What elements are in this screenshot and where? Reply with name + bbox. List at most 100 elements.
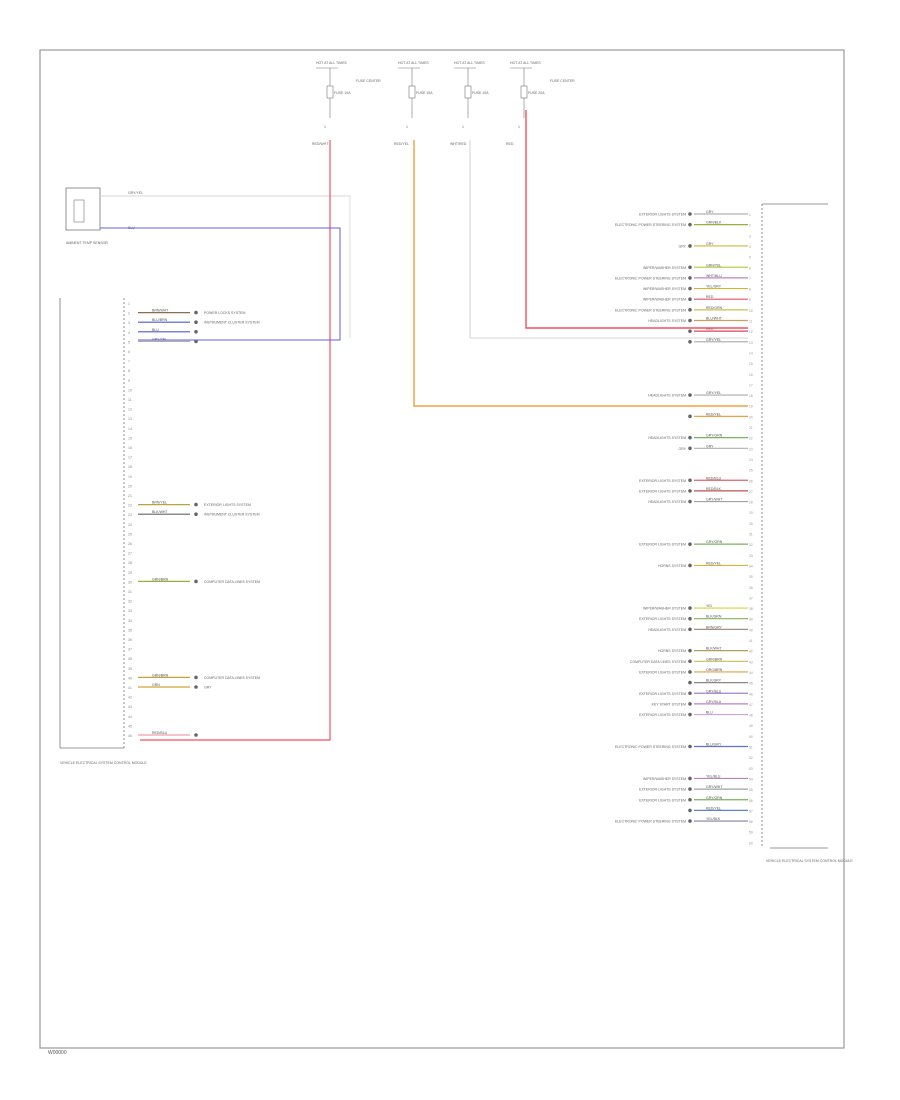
fuse-note: FUSE CENTER bbox=[550, 79, 575, 83]
connector-dot-icon bbox=[688, 702, 692, 706]
right-pin-number: 6 bbox=[749, 266, 751, 270]
right-pin-number: 43 bbox=[749, 660, 753, 664]
right-pin-number: 26 bbox=[749, 479, 753, 483]
left-pin-number: 7 bbox=[128, 360, 130, 364]
connector-dot-icon bbox=[688, 691, 692, 696]
left-wire-color: BLU bbox=[152, 328, 159, 332]
right-wire-destination: WIPER/WASHER SYSTEM bbox=[643, 777, 686, 781]
left-pin-number: 18 bbox=[128, 465, 132, 469]
left-pin-number: 36 bbox=[128, 638, 132, 642]
left-pin-number: 27 bbox=[128, 552, 132, 556]
connector-dot-icon bbox=[194, 685, 198, 689]
right-wire-destination: KEY START SYSTEM bbox=[652, 702, 686, 706]
connector-dot-icon bbox=[688, 819, 692, 823]
right-pin-number: 23 bbox=[749, 447, 753, 451]
fuse-wire-color: RED/YEL bbox=[394, 142, 409, 146]
right-wire-color: RED/YEL bbox=[706, 412, 721, 416]
left-pin-number: 45 bbox=[128, 724, 132, 728]
connector-dot-icon bbox=[194, 675, 198, 680]
red-power-wire-left bbox=[140, 140, 331, 741]
right-wire-color: RED/GRN bbox=[706, 306, 723, 310]
left-wire-color: BRN/WHT bbox=[152, 309, 169, 313]
connector-dot-icon bbox=[688, 212, 692, 216]
right-pin-number: 5 bbox=[749, 256, 751, 260]
right-wire-color: GRY/YEL bbox=[706, 391, 721, 395]
left-pin-number: 46 bbox=[128, 734, 132, 738]
connector-dot-icon bbox=[194, 502, 198, 507]
connector-dot-icon bbox=[194, 310, 198, 315]
right-wire-destination: EXTERIOR LIGHTS SYSTEM bbox=[639, 489, 686, 493]
connector-dot-icon bbox=[194, 512, 198, 516]
fuse-rating: FUSE 20A bbox=[528, 91, 545, 95]
fuse-pin-number: 1 bbox=[462, 125, 464, 129]
right-wire-destination: ELECTRONIC POWER STEERING SYSTEM bbox=[615, 820, 686, 824]
left-pin-number: 26 bbox=[128, 542, 132, 546]
right-wire-destination: EXTERIOR LIGHTS SYSTEM bbox=[639, 713, 686, 717]
left-wire-color: GRN/BRN bbox=[152, 673, 169, 677]
right-wire-destination: HEADLIGHTS SYSTEM bbox=[648, 394, 686, 398]
left-pin-number: 35 bbox=[128, 628, 132, 632]
right-pin-number: 32 bbox=[749, 543, 753, 547]
right-pin-number: 48 bbox=[749, 714, 753, 718]
right-wire-color: GRY/YEL bbox=[706, 338, 721, 342]
connector-dot-icon bbox=[688, 340, 692, 344]
right-pin-number: 27 bbox=[749, 490, 753, 494]
left-pin-number: 15 bbox=[128, 436, 132, 440]
right-wire-color: GRY/BLU bbox=[706, 700, 722, 704]
right-wire-color: WHT/BLU bbox=[706, 274, 722, 278]
connector-dot-icon bbox=[688, 659, 692, 664]
right-wire-color: GRN/YEL bbox=[706, 263, 721, 267]
left-pin-number: 39 bbox=[128, 667, 132, 671]
blue-sensor-wire bbox=[100, 227, 341, 341]
left-pin-number: 34 bbox=[128, 619, 132, 623]
right-pin-number: 54 bbox=[749, 777, 753, 781]
connector-dot-icon bbox=[688, 244, 692, 248]
right-pin-number: 16 bbox=[749, 373, 753, 377]
right-pin-number: 10 bbox=[749, 309, 753, 313]
right-wire-color: BLK/WHT bbox=[706, 647, 722, 651]
connector-dot-icon bbox=[688, 744, 692, 749]
connector-dot-icon bbox=[688, 808, 692, 813]
right-wire-destination: HEADLIGHTS SYSTEM bbox=[648, 500, 686, 504]
right-pin-number: 2 bbox=[749, 224, 751, 228]
right-wire-color: RED/YEL bbox=[706, 806, 721, 810]
left-pin-number: 13 bbox=[128, 417, 132, 421]
fuse-element-icon bbox=[520, 85, 528, 99]
right-wire-color: RED/BLK bbox=[706, 487, 722, 491]
right-pin-number: 17 bbox=[749, 383, 753, 387]
fuse-hot-label: HOT AT ALL TIMES bbox=[454, 61, 485, 65]
fuse-pin-number: 1 bbox=[406, 125, 408, 129]
right-wire-destination: WIPER/WASHER SYSTEM bbox=[643, 607, 686, 611]
right-pin-number: 24 bbox=[749, 458, 753, 462]
right-wire-color: RED bbox=[706, 295, 714, 299]
left-pin-number: 23 bbox=[128, 513, 132, 517]
right-pin-number: 41 bbox=[749, 639, 753, 643]
right-pin-number: 35 bbox=[749, 575, 753, 579]
right-wire-color: GRY bbox=[706, 242, 714, 246]
right-pin-number: 52 bbox=[749, 756, 753, 760]
left-pin-number: 16 bbox=[128, 446, 132, 450]
right-wire-color: RED/YEL bbox=[706, 561, 721, 565]
fuse-rating: FUSE 10A bbox=[334, 91, 351, 95]
connector-dot-icon bbox=[688, 478, 692, 483]
right-wire-destination: GRY bbox=[678, 447, 686, 451]
right-pin-number: 40 bbox=[749, 628, 753, 632]
left-pin-number: 11 bbox=[128, 398, 132, 402]
right-pin-number: 4 bbox=[749, 245, 751, 249]
right-wire-destination: ELECTRONIC POWER STEERING SYSTEM bbox=[615, 276, 686, 280]
connector-dot-icon bbox=[688, 627, 692, 632]
left-pin-number: 10 bbox=[128, 388, 132, 392]
left-pin-number: 41 bbox=[128, 686, 132, 690]
connector-dot-icon bbox=[688, 563, 692, 568]
left-pin-number: 3 bbox=[128, 321, 130, 325]
fuse-rating: FUSE 15A bbox=[416, 91, 433, 95]
connector-dot-icon bbox=[688, 222, 692, 227]
fuse-note: FUSE CENTER bbox=[356, 79, 381, 83]
left-wire-destination: POWER LOCKS SYSTEM bbox=[204, 311, 246, 315]
left-pin-number: 12 bbox=[128, 408, 132, 412]
right-pin-number: 20 bbox=[749, 415, 753, 419]
right-wire-color: GRN/BRN bbox=[706, 657, 723, 661]
connector-dot-icon bbox=[688, 276, 692, 280]
right-wire-color: BRN/GRY bbox=[706, 625, 723, 629]
